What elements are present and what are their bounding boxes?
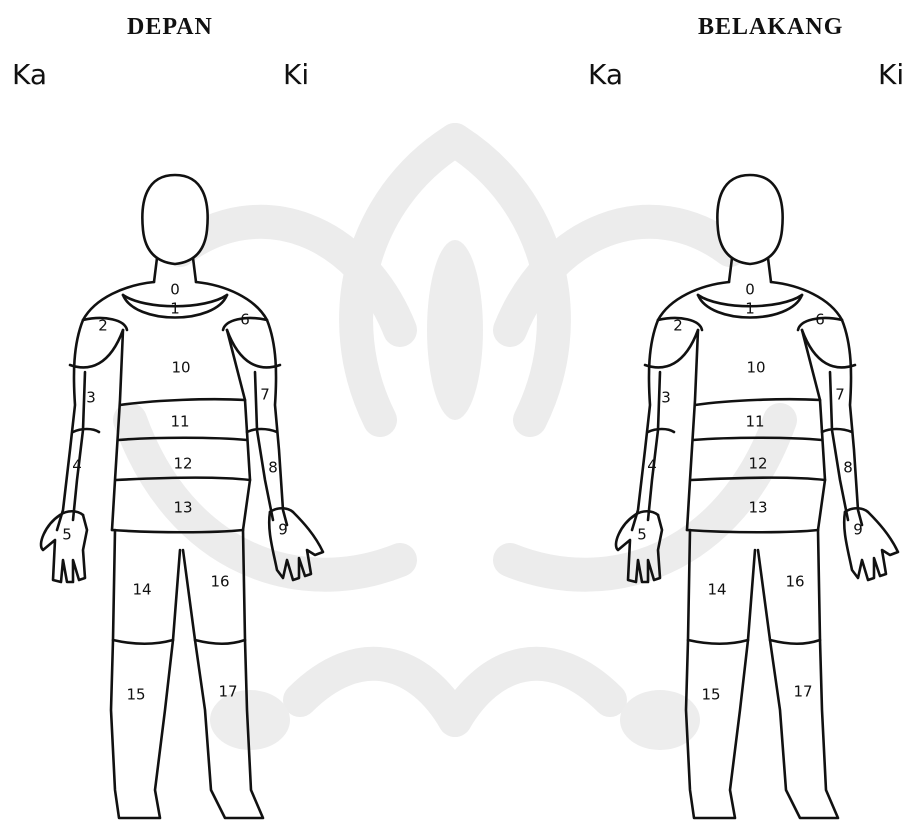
region-label: 13 [748, 499, 767, 517]
region-label: 0 [170, 281, 180, 299]
region-label: 9 [853, 521, 863, 539]
region-label: 0 [745, 281, 755, 299]
region-label: 1 [745, 300, 755, 318]
front-view-title: DEPAN [127, 14, 213, 41]
region-label: 14 [132, 581, 151, 599]
region-label: 2 [673, 317, 683, 335]
back-body-figure: 0 1 2 6 10 3 7 11 4 12 8 13 5 9 14 16 15… [590, 150, 906, 832]
region-label: 8 [843, 459, 853, 477]
region-label: 6 [815, 311, 825, 329]
region-label: 4 [72, 457, 82, 475]
region-label: 1 [170, 300, 180, 318]
region-label: 7 [260, 386, 270, 404]
region-label: 11 [745, 413, 764, 431]
region-label: 12 [173, 455, 192, 473]
region-label: 15 [126, 686, 145, 704]
region-label: 10 [746, 359, 765, 377]
region-label: 3 [86, 389, 96, 407]
region-label: 5 [62, 526, 72, 544]
back-right-side-label: Ka [588, 58, 623, 91]
region-label: 4 [647, 457, 657, 475]
region-label: 8 [268, 459, 278, 477]
region-label: 9 [278, 521, 288, 539]
region-label: 15 [701, 686, 720, 704]
region-label: 13 [173, 499, 192, 517]
region-label: 3 [661, 389, 671, 407]
front-body-figure: 0 1 2 6 10 3 7 11 4 12 8 13 5 9 14 16 15… [15, 150, 335, 832]
region-label: 11 [170, 413, 189, 431]
region-label: 16 [785, 573, 804, 591]
region-label: 16 [210, 573, 229, 591]
front-left-side-label: Ki [283, 58, 309, 91]
region-label: 5 [637, 526, 647, 544]
region-label: 10 [171, 359, 190, 377]
region-label: 2 [98, 317, 108, 335]
region-label: 17 [793, 683, 812, 701]
region-label: 7 [835, 386, 845, 404]
back-left-side-label: Ki [878, 58, 904, 91]
region-label: 6 [240, 311, 250, 329]
body-outline [41, 175, 323, 818]
front-right-side-label: Ka [12, 58, 47, 91]
body-outline [616, 175, 898, 818]
back-view-title: BELAKANG [698, 14, 843, 41]
region-label: 12 [748, 455, 767, 473]
region-label: 14 [707, 581, 726, 599]
region-label: 17 [218, 683, 237, 701]
